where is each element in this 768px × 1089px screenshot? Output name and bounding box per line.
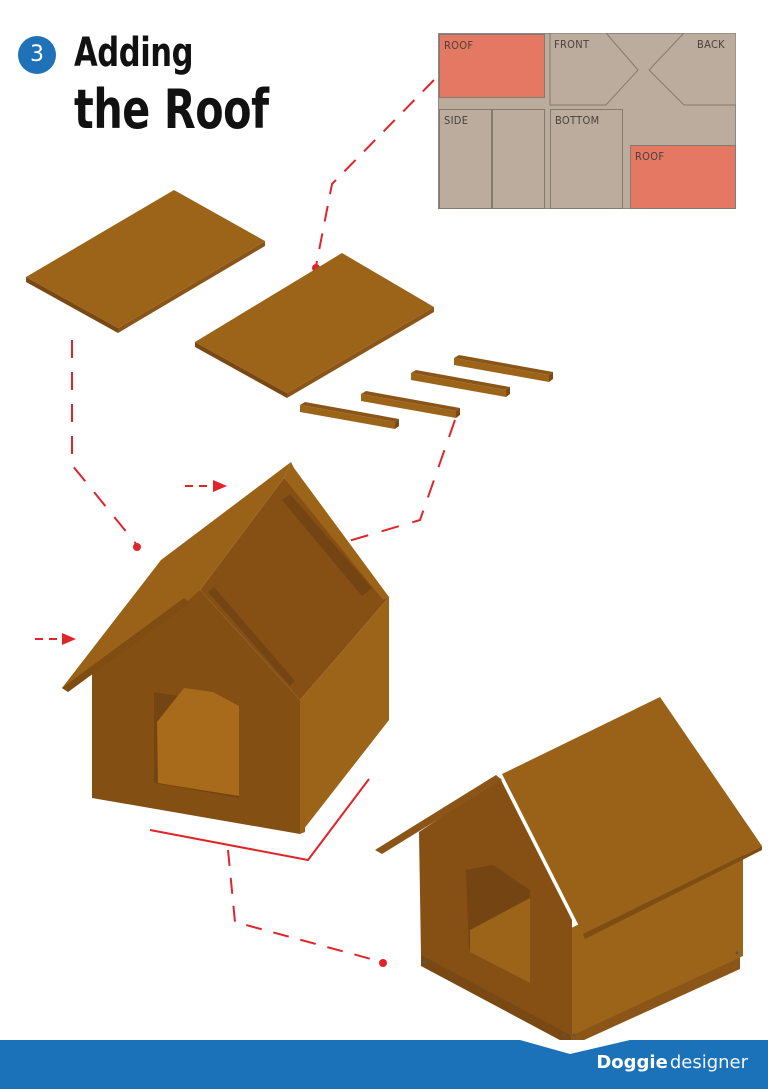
cut-piece-bottom: BOTTOM xyxy=(550,109,623,209)
doghouse-completed xyxy=(375,697,762,1046)
cut-label: ROOF xyxy=(635,150,665,163)
brand-name-light: designer xyxy=(669,1052,748,1073)
roof-battens xyxy=(300,355,553,429)
cut-piece-side-1: SIDE xyxy=(439,109,492,209)
page-title-line2: the Roof xyxy=(74,78,269,141)
batten-2 xyxy=(361,391,460,418)
footer-notch xyxy=(520,1040,630,1054)
guide-line-roof1-to-house xyxy=(71,340,141,551)
page-title-line1: Adding xyxy=(74,30,194,76)
doghouse-partial-roof xyxy=(62,462,389,834)
brand-name-bold: Doggie xyxy=(596,1052,668,1073)
cut-label-front: FRONT xyxy=(554,38,590,51)
step-number-badge: 3 xyxy=(18,36,56,74)
cut-piece-side-2 xyxy=(492,109,545,209)
footer-bar xyxy=(0,1040,768,1089)
roof-panel-1 xyxy=(26,190,265,333)
batten-3 xyxy=(411,370,510,397)
cut-label: SIDE xyxy=(444,114,469,127)
cut-label: BOTTOM xyxy=(555,114,600,127)
front-back-pieces xyxy=(549,33,736,106)
base-outline-guide xyxy=(149,778,370,862)
batten-1 xyxy=(300,402,399,429)
roof-panel-2 xyxy=(195,253,434,398)
guide-line-house-to-final xyxy=(227,849,387,967)
batten-4 xyxy=(454,355,553,382)
cut-plan-diagram: ROOF FRONT BACK SIDE BOTTOM ROOF xyxy=(438,33,736,209)
guide-line-cutplan-to-roof xyxy=(312,79,435,272)
cut-piece-roof-2: ROOF xyxy=(630,145,736,209)
cut-label-back: BACK xyxy=(697,38,725,51)
cut-piece-roof-1: ROOF xyxy=(439,34,545,98)
guide-line-batten-to-house xyxy=(331,419,456,549)
cut-label: ROOF xyxy=(444,39,474,52)
